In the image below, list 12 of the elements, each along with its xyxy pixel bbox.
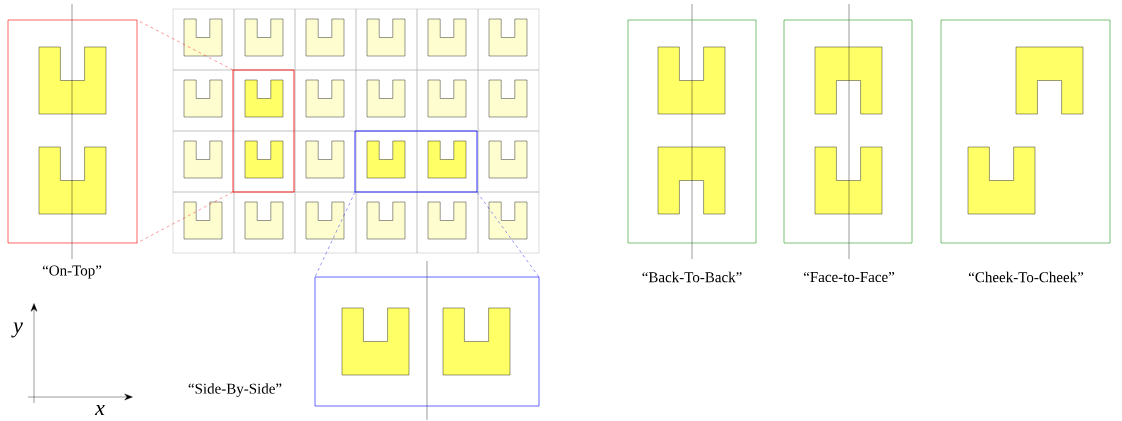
axis-label: y [11, 322, 23, 338]
highlight-box [232, 69, 295, 193]
zoom-line [136, 191, 234, 244]
panel-caption: “Side-By-Side” [188, 383, 282, 397]
panel-caption: “Cheek-To-Cheek” [968, 271, 1084, 283]
axis-label: x [94, 404, 105, 416]
zoom-line [476, 191, 540, 278]
zoom-line [314, 191, 356, 278]
panel-caption: “Back-To-Back” [642, 271, 742, 283]
panel-caption: “On-Top” [42, 265, 102, 279]
panel-caption: “Face-to-Face” [803, 271, 895, 283]
highlight-box [354, 130, 478, 193]
